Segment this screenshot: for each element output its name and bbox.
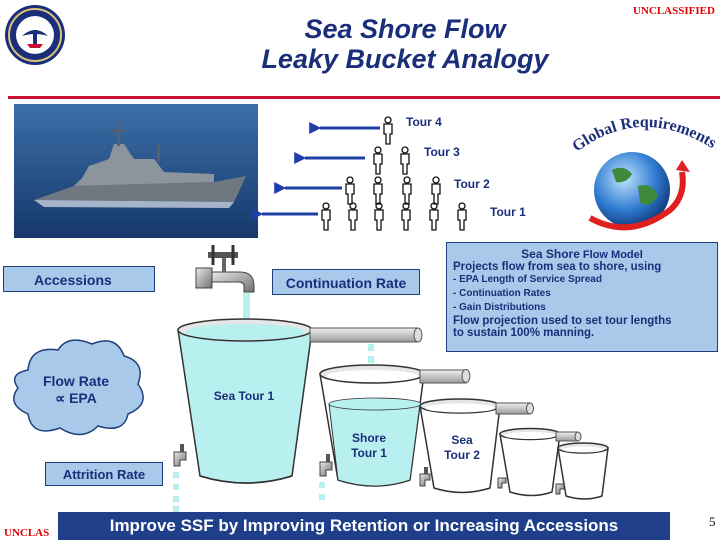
tour-2-label: Tour 2 bbox=[454, 177, 490, 191]
attrition-faucet-5 bbox=[555, 483, 565, 495]
continuation-pipe-4 bbox=[555, 431, 579, 442]
sailor-icon bbox=[348, 202, 358, 231]
navy-seal-logo bbox=[4, 4, 66, 66]
water-stream bbox=[243, 293, 250, 339]
model-line-2: Flow projection used to set tour lengths bbox=[453, 315, 672, 327]
shore-tour-1-label: Shore Tour 1 bbox=[340, 431, 398, 461]
attrition-faucet-4 bbox=[497, 477, 507, 489]
bucket-2-line-1: Shore bbox=[351, 431, 386, 445]
sea-shore-model-box: Sea Shore Flow Model Projects flow from … bbox=[446, 242, 718, 352]
svg-text:Global Requirements: Global Requirements bbox=[569, 114, 719, 155]
sea-tour-1-label: Sea Tour 1 bbox=[196, 389, 292, 404]
attrition-faucet-3 bbox=[419, 467, 431, 487]
sailor-icon bbox=[373, 146, 383, 175]
continuation-drops-1 bbox=[368, 344, 374, 399]
sailor-icon bbox=[373, 176, 383, 205]
flow-rate-line-1: Flow Rate bbox=[42, 373, 110, 389]
attrition-drops-1 bbox=[173, 472, 179, 512]
sailor-icon bbox=[429, 202, 439, 231]
bucket-1-line-1: Sea Tour 1 bbox=[213, 389, 275, 403]
model-line-3: to sustain 100% manning. bbox=[453, 327, 595, 339]
global-requirements-label: Global Requirements bbox=[569, 114, 719, 155]
model-title-bold: Sea Shore bbox=[521, 247, 580, 261]
page-number: 5 bbox=[709, 514, 716, 529]
bucket-5 bbox=[557, 442, 609, 500]
shore-tour-1-bucket bbox=[319, 364, 425, 487]
attrition-drops-2 bbox=[319, 482, 325, 500]
sailor-icon bbox=[431, 176, 441, 205]
model-bullet-3: - Gain Distributions bbox=[453, 302, 546, 313]
page-title: Sea Shore Flow Leaky Bucket Analogy bbox=[170, 14, 640, 74]
sailor-icon bbox=[401, 202, 411, 231]
tour-diagram bbox=[250, 110, 550, 245]
ship-photo bbox=[14, 104, 258, 238]
bucket-2-line-2: Tour 1 bbox=[351, 446, 387, 460]
continuation-rate-box: Continuation Rate bbox=[272, 269, 420, 295]
bucket-3-line-1: Sea bbox=[451, 433, 473, 447]
tour-3-label: Tour 3 bbox=[424, 145, 460, 159]
classification-top: UNCLASSIFIED bbox=[633, 5, 715, 17]
sailor-icon bbox=[383, 116, 393, 145]
flow-rate-line-2: ∝ EPA bbox=[55, 390, 97, 406]
continuation-pipe-3 bbox=[495, 402, 531, 415]
globe-graphic: Global Requirements bbox=[560, 110, 728, 240]
title-line-1: Sea Shore Flow bbox=[304, 14, 506, 44]
model-title: Sea Shore Flow Model bbox=[453, 247, 711, 261]
title-rule bbox=[8, 96, 720, 99]
model-bullet-1: - EPA Length of Service Spread bbox=[453, 274, 602, 285]
model-title-rest: Flow Model bbox=[579, 249, 643, 261]
attrition-rate-box: Attrition Rate bbox=[45, 462, 163, 486]
tour-1-label: Tour 1 bbox=[490, 205, 526, 219]
sea-tour-2-label: Sea Tour 2 bbox=[432, 433, 492, 463]
continuation-pipe-2 bbox=[419, 369, 467, 384]
sailor-icon bbox=[457, 202, 467, 231]
continuation-rate-label: Continuation Rate bbox=[285, 275, 407, 291]
sailor-icon bbox=[345, 176, 355, 205]
accessions-faucet bbox=[195, 245, 255, 293]
attrition-rate-label: Attrition Rate bbox=[62, 467, 146, 482]
sailor-icon bbox=[321, 202, 331, 231]
accessions-box: Accessions bbox=[3, 266, 155, 292]
bucket-3-line-2: Tour 2 bbox=[444, 448, 480, 462]
accessions-label: Accessions bbox=[34, 272, 112, 288]
attrition-faucet-2 bbox=[319, 454, 333, 477]
title-line-2: Leaky Bucket Analogy bbox=[261, 44, 549, 74]
model-bullet-2: - Continuation Rates bbox=[453, 288, 551, 299]
bucket-4 bbox=[499, 427, 561, 497]
sailor-icon bbox=[400, 146, 410, 175]
flow-rate-text: Flow Rate ∝ EPA bbox=[26, 373, 126, 407]
tour-4-label: Tour 4 bbox=[406, 115, 442, 129]
model-line-1: Projects flow from sea to shore, using bbox=[453, 261, 662, 273]
continuation-pipe-1 bbox=[309, 327, 419, 343]
summary-banner: Improve SSF by Improving Retention or In… bbox=[58, 512, 670, 540]
sailor-icon bbox=[402, 176, 412, 205]
sailor-icon bbox=[374, 202, 384, 231]
classification-bottom: UNCLAS bbox=[4, 527, 50, 539]
attrition-faucet-1 bbox=[173, 444, 187, 467]
